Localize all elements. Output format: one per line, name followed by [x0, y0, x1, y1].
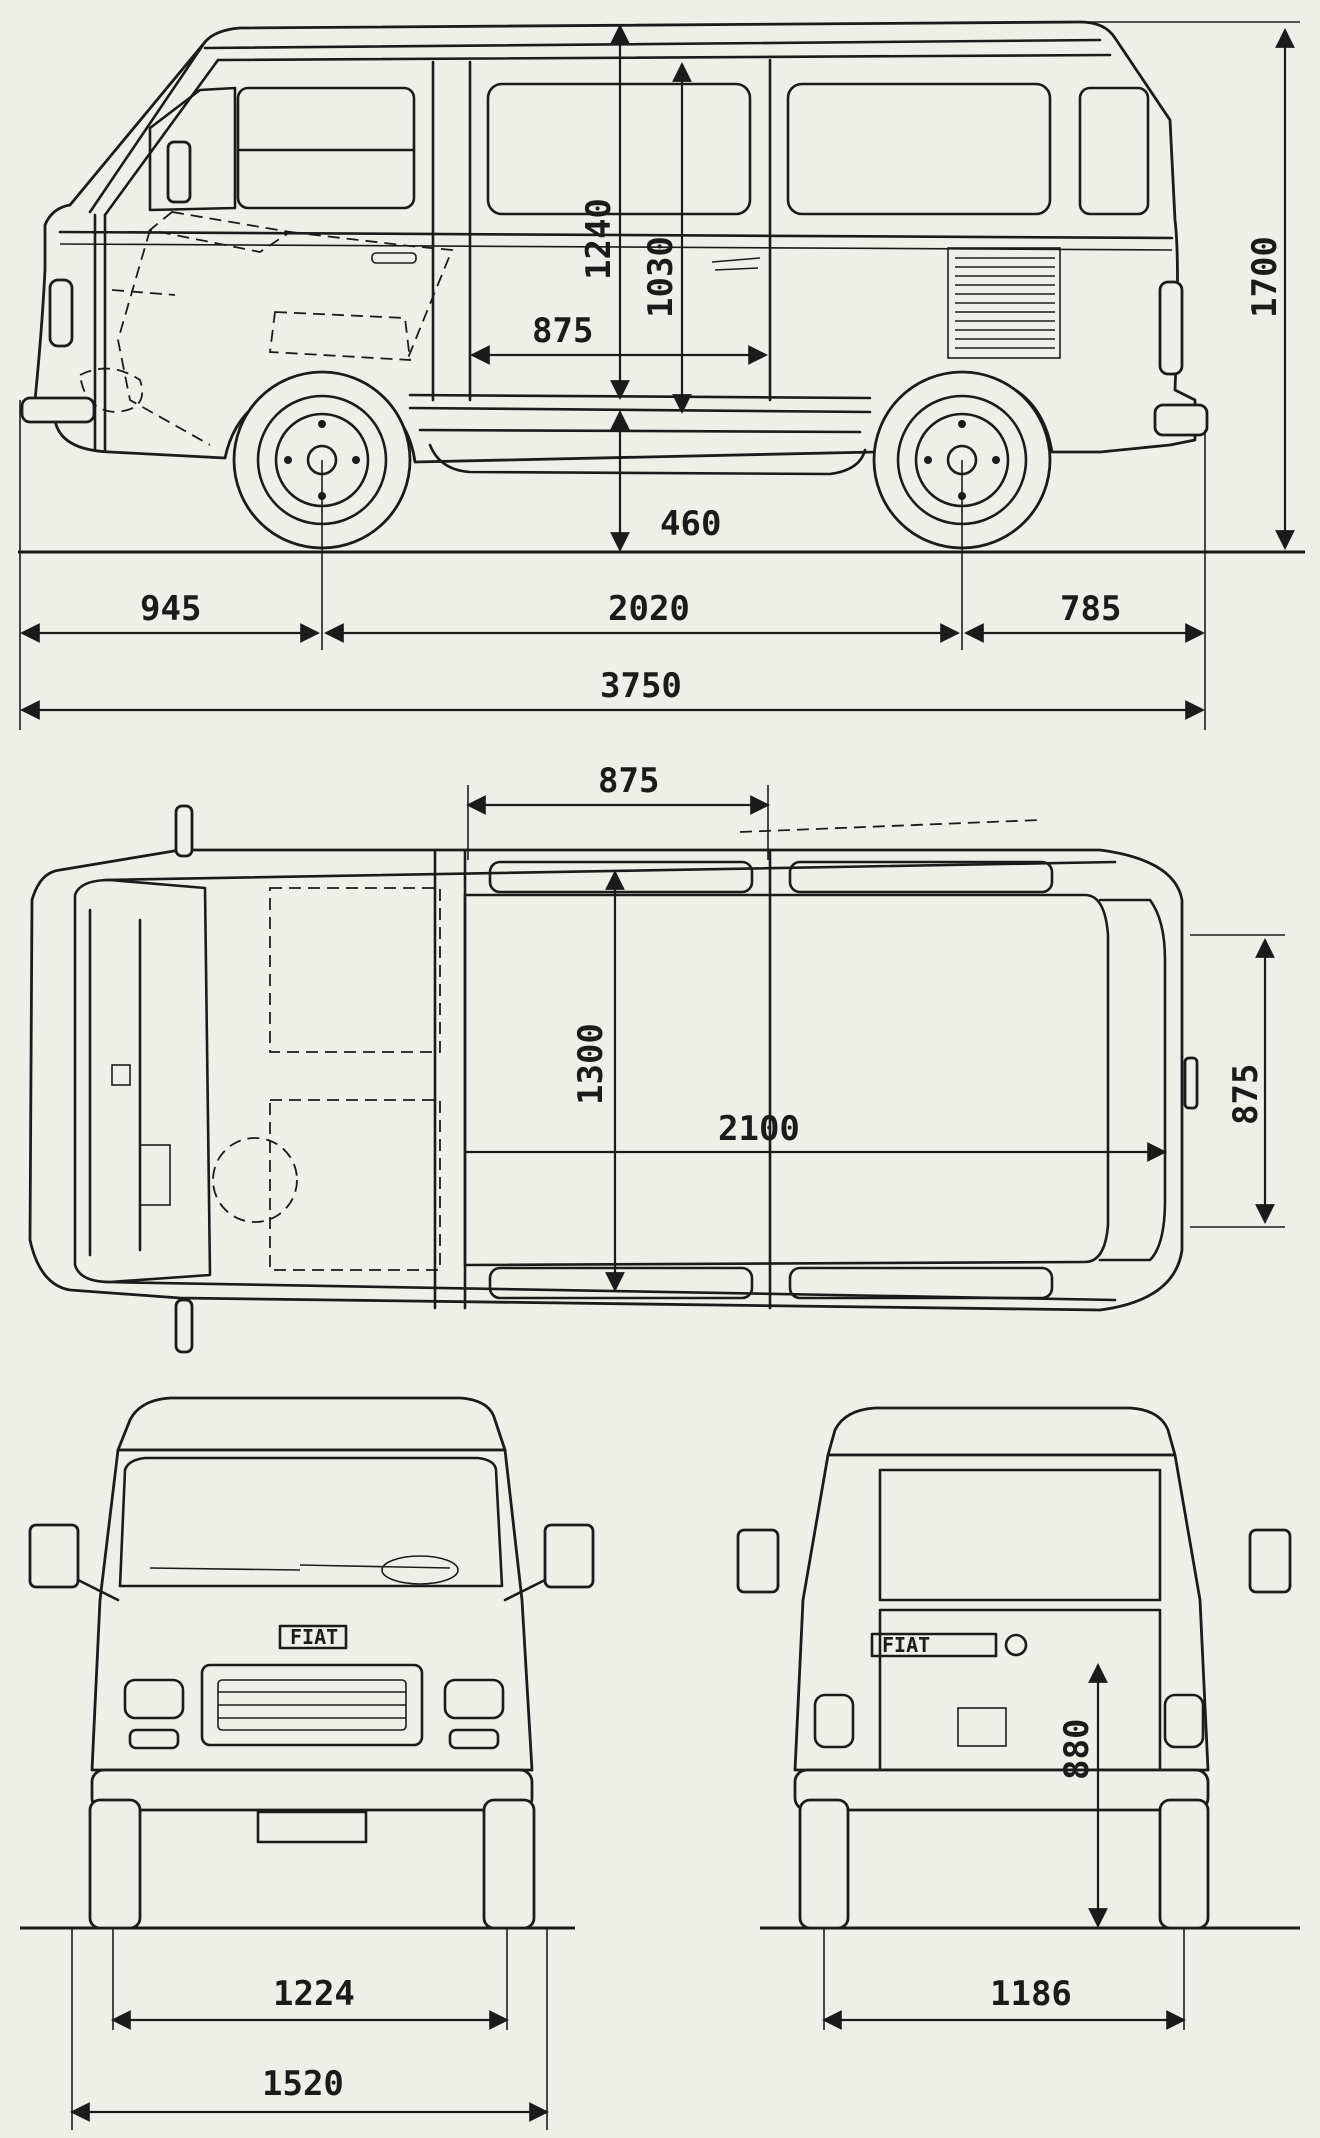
roof-strip-4 [788, 1266, 1054, 1300]
rear-badge: FIAT [882, 1633, 930, 1657]
rear-tyre-right [1158, 1798, 1210, 1930]
top-view: 875 1300 2100 875 [28, 761, 1285, 1354]
front-bumper [20, 396, 96, 424]
door-handle [371, 252, 417, 264]
label-overall-width: 1520 [262, 2064, 344, 2104]
label-rear-opening: 875 [1226, 1064, 1266, 1125]
front-badge: FIAT [290, 1625, 338, 1649]
label-door-opening-top: 875 [598, 761, 659, 801]
rear-view: FIAT 880 1186 [736, 1406, 1300, 2030]
steering-front [381, 1555, 459, 1585]
side-mirror [166, 140, 192, 204]
indicator-right [448, 1728, 500, 1750]
rear-bumper-rear [793, 1768, 1210, 1812]
roof-front [116, 1396, 507, 1452]
front-grille [200, 1663, 424, 1747]
mirror-left-top [174, 804, 194, 858]
windshield-front [118, 1456, 504, 1588]
cargo-area [463, 893, 1110, 1267]
front-tyre-left [88, 1798, 142, 1930]
seat-dashed-left [269, 887, 441, 1053]
steering-wheel-dashed [212, 1137, 298, 1223]
indicator-left [128, 1728, 180, 1750]
mirror-front-left [28, 1523, 80, 1589]
label-load-height: 880 [1057, 1719, 1097, 1780]
headlight-right [443, 1678, 505, 1720]
engine-vent-grille [947, 247, 1061, 359]
roof-strip-2 [788, 860, 1054, 894]
label-front-track: 1224 [273, 1974, 355, 2014]
mirror-right-top [174, 1298, 194, 1354]
rear-handle-top [1183, 1056, 1199, 1110]
rear-bumper [1153, 403, 1209, 437]
label-overall-length: 3750 [600, 666, 682, 706]
label-cargo-width: 1300 [571, 1023, 611, 1105]
label-floor-height: 460 [660, 504, 721, 544]
mirror-front-right [543, 1523, 595, 1589]
label-rear-track: 1186 [990, 1974, 1072, 2014]
front-bumper-front [90, 1768, 534, 1812]
front-tyre-right [482, 1798, 536, 1930]
front-badge-frame [278, 1624, 348, 1650]
front-view: FIAT 1224 1520 [20, 1396, 595, 2130]
side-view: 1700 1240 1030 875 460 945 2020 785 3750 [18, 20, 1305, 730]
label-overall-height: 1700 [1245, 236, 1285, 318]
label-front-overhang: 945 [140, 589, 201, 629]
rocker-bottom [418, 428, 862, 434]
windshield-top [73, 878, 212, 1284]
taillight-left [813, 1693, 855, 1749]
front-plate [256, 1810, 368, 1844]
rear-plate-lamp [957, 1707, 1007, 1747]
side-badge [711, 257, 761, 271]
side-window-3 [1078, 86, 1150, 216]
body-rear [793, 1453, 1210, 1772]
mirror-rear-left [736, 1528, 780, 1594]
side-window-2 [786, 82, 1052, 216]
roof-rear [826, 1406, 1177, 1457]
rear-light [1158, 280, 1184, 376]
rear-window [878, 1468, 1162, 1602]
a-pillar [88, 40, 207, 214]
rear-badge-frame [870, 1632, 998, 1658]
label-roof-height: 1240 [579, 198, 619, 280]
cab-window [236, 86, 416, 210]
mirror-rear-right [1248, 1528, 1292, 1594]
label-door-width: 875 [532, 311, 593, 351]
front-light [48, 278, 74, 348]
roof-rail [203, 38, 1102, 50]
label-rear-overhang: 785 [1060, 589, 1121, 629]
door-track-dashed [739, 819, 1041, 833]
body-front [90, 1448, 534, 1772]
vent-window [148, 86, 237, 212]
headlight-left [123, 1678, 185, 1720]
taillight-right [1163, 1693, 1205, 1749]
wipers-front [149, 1564, 451, 1571]
roof-rail-lower [216, 53, 1112, 62]
rocker-top [408, 393, 872, 400]
label-cargo-length: 2100 [718, 1109, 800, 1149]
rear-tyre-left [798, 1798, 850, 1930]
label-door-height: 1030 [641, 236, 681, 318]
label-wheelbase: 2020 [608, 589, 690, 629]
